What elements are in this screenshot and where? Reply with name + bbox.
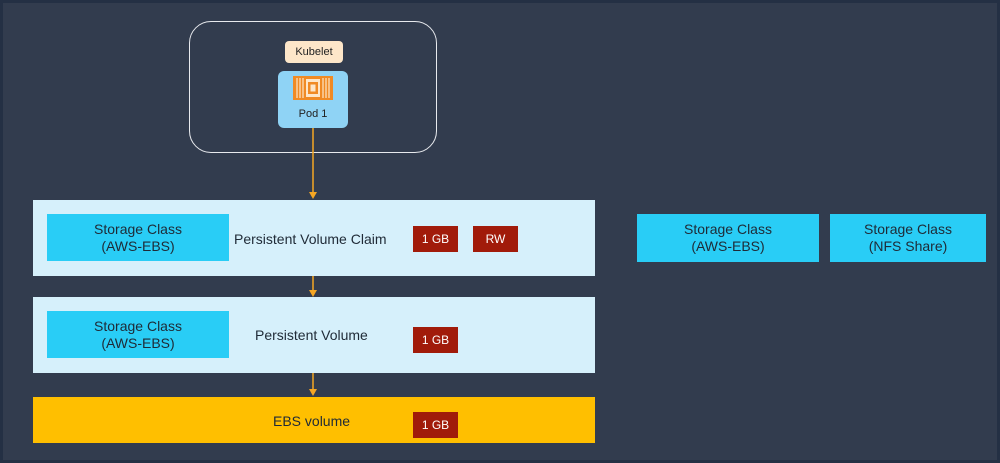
pvc-storage-class: Storage Class (AWS-EBS) bbox=[47, 214, 229, 261]
pvc-size-tag: 1 GB bbox=[413, 226, 458, 252]
pvc-label: Persistent Volume Claim bbox=[234, 231, 387, 247]
storage-class-aws-ebs: Storage Class (AWS-EBS) bbox=[637, 214, 819, 262]
storage-class-aws-ebs-line2: (AWS-EBS) bbox=[691, 238, 765, 254]
pvc-storage-class-line2: (AWS-EBS) bbox=[101, 237, 175, 254]
ebs-size-tag: 1 GB bbox=[413, 412, 458, 438]
pvc-access-mode-tag: RW bbox=[473, 226, 518, 252]
pv-size-tag: 1 GB bbox=[413, 327, 458, 353]
storage-class-nfs-line2: (NFS Share) bbox=[868, 238, 948, 254]
arrow-head-pod-to-pvc bbox=[309, 192, 317, 199]
pv-storage-class: Storage Class (AWS-EBS) bbox=[47, 311, 229, 358]
arrow-head-pvc-to-pv bbox=[309, 290, 317, 297]
chip-icon bbox=[293, 76, 333, 100]
pod-label: Pod 1 bbox=[298, 108, 328, 120]
pv-label: Persistent Volume bbox=[255, 327, 368, 343]
pvc-panel: Storage Class (AWS-EBS) Persistent Volum… bbox=[33, 200, 595, 276]
pv-storage-class-line1: Storage Class bbox=[94, 317, 182, 334]
storage-class-aws-ebs-line1: Storage Class bbox=[684, 221, 772, 237]
pod-box: Pod 1 bbox=[278, 71, 348, 128]
ebs-volume-label: EBS volume bbox=[273, 413, 351, 429]
storage-class-nfs-share: Storage Class (NFS Share) bbox=[830, 214, 986, 262]
pv-storage-class-line2: (AWS-EBS) bbox=[101, 334, 175, 351]
storage-class-nfs-line1: Storage Class bbox=[864, 221, 952, 237]
arrow-head-pv-to-ebs bbox=[309, 389, 317, 396]
pvc-storage-class-line1: Storage Class bbox=[94, 220, 182, 237]
pv-panel: Storage Class (AWS-EBS) Persistent Volum… bbox=[33, 297, 595, 373]
ebs-volume-panel bbox=[33, 397, 595, 443]
kubelet-box: Kubelet bbox=[285, 41, 343, 63]
